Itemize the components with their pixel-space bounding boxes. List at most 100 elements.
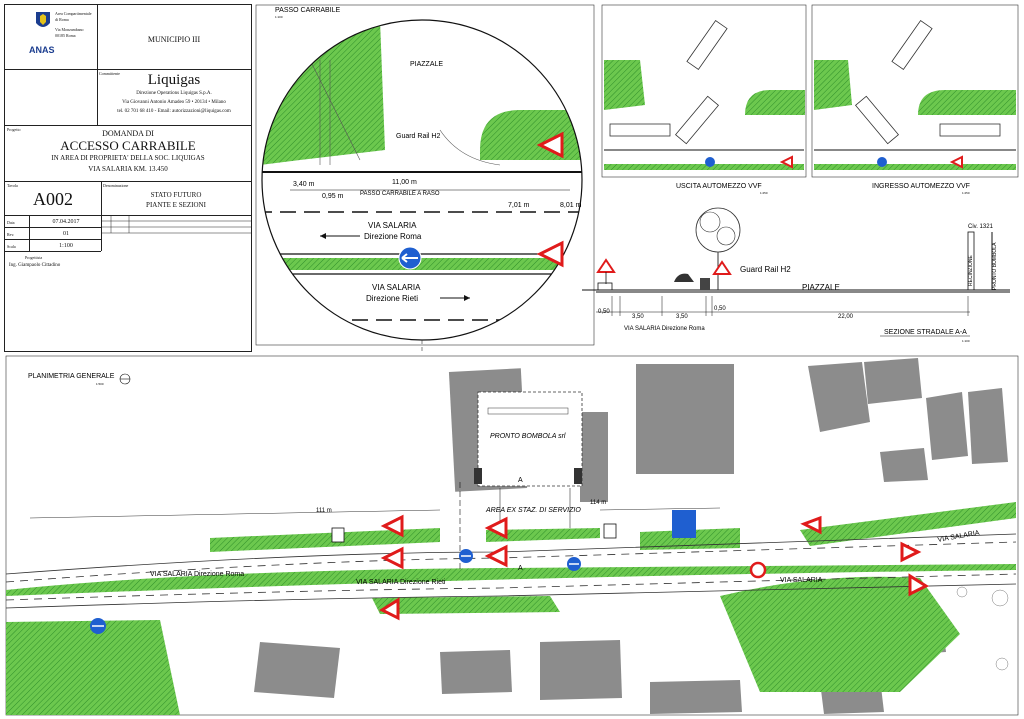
org-block: ANAS Area Compartimentale di Roma Via Mo… bbox=[5, 5, 98, 70]
org-line-4: 00185 Roma bbox=[55, 33, 76, 38]
detail-scale: 1:100 bbox=[275, 15, 283, 19]
detail-title: PASSO CARRABILE bbox=[275, 7, 341, 14]
data-label: Data bbox=[7, 220, 15, 225]
detail-guard-rail: Guard Rail H2 bbox=[396, 133, 440, 140]
general-plan: PLANIMETRIA GENERALE 1:500 PRONTO BOMBOL… bbox=[5, 355, 1019, 716]
org-logo-text: ANAS bbox=[29, 45, 55, 55]
rev-label: Rev. bbox=[7, 232, 15, 237]
tavola-label: Tavola bbox=[7, 183, 18, 188]
section-guard-rail: Guard Rail H2 bbox=[740, 265, 791, 274]
green-area-plan-2 bbox=[486, 528, 600, 542]
green-area-plan-7 bbox=[720, 576, 960, 692]
project-line-4: VIA SALARIA KM. 13.450 bbox=[88, 165, 168, 173]
section-civico: Civ. 1321 bbox=[968, 224, 994, 230]
org-line-1: Area Compartimentale bbox=[55, 11, 92, 16]
warning-sign-icon-detail-2 bbox=[536, 240, 564, 268]
plan-frame bbox=[5, 355, 1019, 716]
designer-name: Ing. Giampaolo Cittadino bbox=[9, 263, 61, 268]
denominazione-label: Denominazione bbox=[103, 183, 129, 188]
green-area-plan-4 bbox=[800, 502, 1016, 546]
green-area-plan-5 bbox=[6, 620, 180, 715]
detail-dir-rieti-2: Direzione Rieti bbox=[366, 294, 418, 303]
detail-dim-2: 0,95 m bbox=[322, 193, 344, 200]
vvf-exit-frame bbox=[601, 4, 807, 178]
green-area-plan-1 bbox=[210, 528, 440, 552]
plan-road-rieti: VIA SALARIA Direzione Rieti bbox=[356, 579, 446, 586]
warning-sign-icon-plan-1 bbox=[380, 514, 404, 538]
speed-sign-icon-plan-2 bbox=[603, 523, 617, 539]
anas-logo-icon bbox=[36, 12, 50, 27]
revision-value: 01 bbox=[63, 231, 69, 237]
project-line-3: IN AREA DI PROPRIETA' DELLA SOC. LIQUIGA… bbox=[51, 154, 205, 162]
green-area-left bbox=[262, 20, 385, 165]
plan-area-ex: AREA EX STAZ. DI SERVIZIO bbox=[485, 507, 581, 514]
detail-frame bbox=[255, 4, 595, 346]
revision-table bbox=[101, 215, 251, 234]
plan-road-right-2: VIA SALARIA bbox=[780, 577, 823, 584]
vvf-exit-title: USCITA AUTOMEZZO VVF bbox=[676, 183, 762, 190]
warning-sign-icon-plan-5 bbox=[800, 515, 822, 535]
plan-scale: 1:500 bbox=[96, 382, 104, 386]
plan-pronto-bombola: PRONTO BOMBOLA srl bbox=[490, 433, 566, 440]
plan-dim-111: 111 m bbox=[316, 508, 332, 514]
vvf-entry-frame bbox=[811, 4, 1019, 178]
detail-dim-3: 11,00 m bbox=[392, 179, 417, 186]
plan-section-mark-2: A bbox=[518, 565, 523, 572]
detail-piazzale: PIAZZALE bbox=[410, 61, 443, 68]
project-line-2: ACCESSO CARRABILE bbox=[60, 138, 196, 153]
org-line-2: di Roma bbox=[55, 17, 69, 22]
warning-sign-icon-detail-1 bbox=[536, 131, 564, 159]
plan-section-mark-1: A bbox=[518, 477, 523, 484]
warning-sign-icon-plan-4 bbox=[484, 544, 508, 568]
company-name: Liquigas bbox=[147, 72, 201, 88]
detail-dir-rieti-1: VIA SALARIA bbox=[372, 283, 421, 292]
direction-sign-icon-detail bbox=[398, 246, 422, 270]
green-area-plan-6 bbox=[372, 596, 560, 614]
speed-sign-icon-plan-1 bbox=[331, 527, 345, 543]
detail-dim-1: 3,40 m bbox=[293, 181, 315, 188]
info-sign-icon-plan bbox=[672, 510, 696, 538]
plan-road-right-1: VIA SALARIA bbox=[937, 530, 980, 544]
green-median bbox=[262, 258, 582, 270]
vvf-entry-scale: 1:250 bbox=[962, 191, 970, 195]
detail-dim-5: 8,01 m bbox=[560, 202, 582, 209]
section-pronto-vertical: PRONTO BOMBOLA bbox=[992, 242, 998, 290]
detail-dir-roma-2: Direzione Roma bbox=[364, 232, 422, 241]
drawing-title-1: STATO FUTURO bbox=[150, 191, 202, 199]
north-arrow-icon bbox=[119, 373, 131, 385]
vvf-entry-title: INGRESSO AUTOMEZZO VVF bbox=[872, 183, 970, 190]
tree-icons bbox=[956, 586, 1009, 671]
title-block: ANAS Area Compartimentale di Roma Via Mo… bbox=[4, 4, 252, 352]
vvf-exit-drawing bbox=[604, 19, 805, 170]
scala-label: Scala bbox=[7, 244, 16, 249]
plan-dim-114: 114 m bbox=[590, 500, 606, 506]
section-road-label: VIA SALARIA Direzione Roma bbox=[624, 326, 705, 332]
committente-label: Committente bbox=[99, 71, 120, 76]
company-line-1: Direzione Operations Liquigas S.p.A. bbox=[136, 91, 212, 96]
top-drawings: PASSO CARRABILE 1:100 PIAZZALE Guard Rai… bbox=[255, 4, 1019, 352]
progetto-label: Progetto bbox=[7, 127, 21, 132]
section-recinzione: RECINZIONE bbox=[968, 255, 974, 287]
project-line-1: DOMANDA DI bbox=[102, 129, 154, 138]
section-dim-4: 0,50 bbox=[714, 306, 726, 312]
warning-sign-icon-plan-7 bbox=[908, 573, 930, 597]
direction-sign-icon-plan-1 bbox=[459, 549, 473, 563]
municipio-label: MUNICIPIO III bbox=[147, 35, 201, 44]
road-section-drawing bbox=[582, 207, 1010, 337]
section-title: SEZIONE STRADALE A-A bbox=[884, 329, 967, 336]
section-piazzale: PIAZZALE bbox=[802, 283, 840, 292]
section-scale: 1:100 bbox=[962, 339, 970, 343]
scale-value: 1:100 bbox=[59, 243, 73, 249]
drawing-title-2: PIANTE E SEZIONI bbox=[146, 201, 206, 209]
plan-road-roma: VIA SALARIA Direzione Roma bbox=[150, 571, 244, 578]
section-dim-2: 3,50 bbox=[632, 314, 644, 320]
direction-sign-icon-plan-3 bbox=[90, 618, 106, 634]
warning-sign-icon-plan-8 bbox=[378, 597, 400, 621]
warning-sign-icon-plan-6 bbox=[900, 541, 922, 563]
section-dim-3: 3,50 bbox=[676, 314, 688, 320]
company-line-2: Via Giovanni Antonio Amadeo 59 • 20134 •… bbox=[122, 100, 226, 105]
direction-sign-icon-plan-2 bbox=[567, 557, 581, 571]
section-dim-1: 0,50 bbox=[598, 309, 610, 315]
date-value: 07.04.2017 bbox=[52, 219, 80, 225]
green-area-right bbox=[480, 110, 582, 160]
